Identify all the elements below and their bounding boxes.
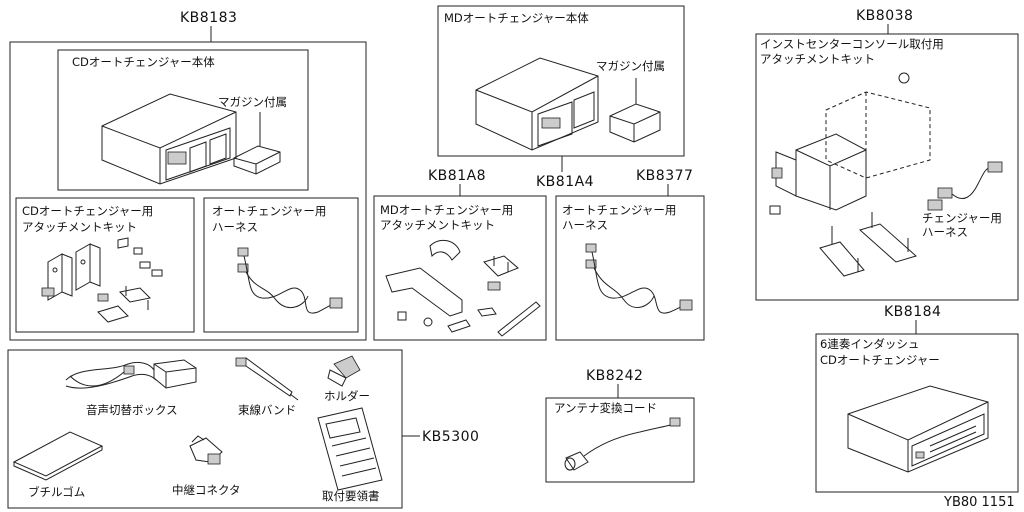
kit-code-kb8377: KB8377	[636, 168, 693, 184]
console-bracket-kit-box	[755, 33, 1019, 301]
rubber-label: ブチルゴム	[28, 485, 85, 499]
diagram-ref-number: YB80 1151	[943, 495, 1015, 510]
kit-code-kb8038: KB8038	[856, 8, 913, 24]
antenna-cord-drawing	[564, 417, 681, 471]
md-harness-drawing	[585, 243, 693, 314]
cd-changer-unit-drawing	[101, 93, 237, 185]
cd-harness-label-2: ハーネス	[212, 220, 258, 234]
kit-kb5300: KB5300 音声切替ボックス 束線バンド ホルダー ブチルゴム 中継コネクタ …	[7, 349, 479, 509]
cd-magazine-drawing	[233, 112, 281, 175]
console-harness-label-1: チェンジャー用	[922, 211, 1002, 225]
md-harness-label-2: ハーネス	[562, 218, 608, 232]
kit-code-kb8183: KB8183	[180, 10, 237, 26]
holder-drawing	[327, 355, 361, 387]
manual-label: 取付要領書	[322, 489, 380, 503]
cd-magazine-label: マガジン付属	[218, 95, 287, 109]
indash-changer-label-1: 6連奏インダッシュ	[820, 337, 919, 351]
connector-drawing	[189, 435, 223, 465]
md-harness-label-1: オートチェンジャー用	[562, 203, 676, 217]
kit-code-kb5300: KB5300	[422, 429, 479, 445]
rubber-drawing	[12, 431, 104, 481]
md-bracket-drawing	[385, 239, 541, 337]
kit-code-kb81a8: KB81A8	[428, 168, 486, 184]
switch-box-label: 音声切替ボックス	[86, 403, 178, 417]
cd-harness-label-1: オートチェンジャー用	[212, 204, 326, 218]
md-changer-unit-box	[437, 5, 685, 157]
console-bracket-label-2: アタッチメントキット	[760, 52, 875, 66]
kit-kb8183: KB8183 CDオートチェンジャー本体 マガジン付属 CDオートチェンジャー用…	[9, 10, 367, 341]
cd-bracket-kit-box	[15, 197, 195, 333]
md-changer-unit: MDオートチェンジャー本体 マガジン付属	[437, 5, 685, 172]
cd-bracket-label-2: アタッチメントキット	[22, 220, 137, 234]
band-drawing	[235, 357, 299, 401]
kit-kb81a4: KB81A4	[536, 174, 594, 190]
kit-kb8184: KB8184 6連奏インダッシュ CDオートチェンジャー	[815, 304, 1019, 493]
cd-changer-unit-box	[57, 49, 309, 191]
manual-drawing	[317, 407, 383, 491]
band-label: 束線バンド	[238, 403, 296, 417]
indash-changer-label-2: CDオートチェンジャー	[820, 353, 940, 367]
kb5300-box	[7, 349, 403, 509]
console-bracket-drawing	[769, 72, 931, 277]
md-magazine-drawing	[609, 78, 661, 143]
cd-bracket-label-1: CDオートチェンジャー用	[22, 204, 153, 218]
holder-label: ホルダー	[324, 389, 370, 403]
cd-bracket-drawing	[41, 237, 163, 323]
kit-kb81a8: KB81A8 MDオートチェンジャー用 アタッチメントキット	[373, 168, 547, 341]
md-bracket-label-2: アタッチメントキット	[380, 218, 495, 232]
antenna-cord-label: アンテナ変換コード	[554, 401, 657, 415]
console-harness-label-2: ハーネス	[922, 225, 968, 239]
kit-code-kb8242: KB8242	[586, 368, 643, 384]
console-bracket-label-1: インストセンターコンソール取付用	[760, 37, 944, 51]
cd-harness-drawing	[237, 247, 343, 314]
kit-kb8242: KB8242 アンテナ変換コード	[545, 368, 695, 483]
cd-harness-box	[203, 197, 359, 333]
switch-box-drawing	[65, 359, 197, 389]
cd-changer-unit-label: CDオートチェンジャー本体	[72, 55, 215, 69]
md-changer-unit-drawing	[475, 57, 599, 151]
md-harness-box	[555, 195, 705, 341]
connector-label: 中継コネクタ	[172, 483, 241, 497]
kit-code-kb8184: KB8184	[884, 304, 941, 320]
md-magazine-label: マガジン付属	[596, 59, 665, 73]
console-harness-drawing	[927, 161, 1003, 211]
kit-kb8377: KB8377 オートチェンジャー用 ハーネス	[555, 168, 705, 341]
md-bracket-label-1: MDオートチェンジャー用	[380, 203, 513, 217]
md-changer-unit-label: MDオートチェンジャー本体	[444, 11, 589, 25]
kit-kb8038: KB8038 インストセンターコンソール取付用 アタッチメントキット チェンジャ…	[755, 8, 1019, 301]
kit-code-kb81a4: KB81A4	[536, 174, 594, 190]
antenna-cord-box	[545, 397, 695, 483]
indash-changer-drawing	[847, 385, 989, 473]
